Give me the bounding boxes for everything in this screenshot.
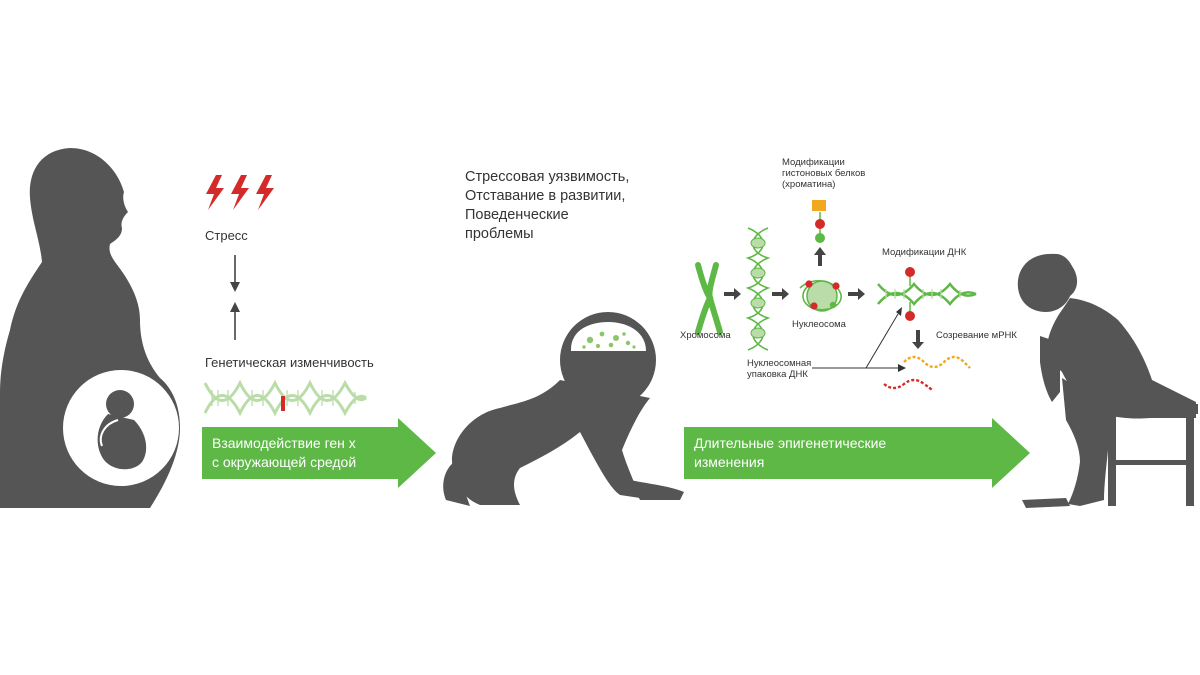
mrna-icon xyxy=(883,355,971,391)
dna-modification-label: Модификации ДНК xyxy=(882,247,967,258)
pointer-lines xyxy=(812,307,906,372)
gene-environment-arrow xyxy=(202,418,436,488)
nucleosome-icon xyxy=(799,280,842,312)
crawling-baby-silhouette xyxy=(443,312,684,506)
chromosome-label: Хромосома xyxy=(680,330,731,341)
nucleosome-packaging-icon xyxy=(745,227,771,351)
epigenetic-changes-text: Длительные эпигенетические изменения xyxy=(694,435,887,470)
mutation-marker xyxy=(281,396,285,411)
mrna-maturation-label: Созревание мРНК xyxy=(936,330,1017,341)
histone-modification-label: Модификации гистоновых белков (хроматина… xyxy=(782,157,866,190)
pregnant-woman-silhouette xyxy=(0,148,180,508)
genetic-variability-label: Генетическая изменчивость xyxy=(205,355,374,370)
stress-label: Стресс xyxy=(205,228,248,243)
chromosome-icon xyxy=(695,262,723,335)
process-arrows xyxy=(724,247,924,349)
gene-environment-text: Взаимодействие ген х с окружающей средой xyxy=(212,435,357,470)
nucleosome-packaging-label: Нуклеосомная упаковка ДНК xyxy=(747,358,812,380)
dna-helix-icon xyxy=(203,379,367,417)
stress-lightning-icons xyxy=(206,175,274,210)
stress-gene-arrows xyxy=(230,255,240,340)
histone-modification-icon xyxy=(812,200,826,243)
nucleosome-label: Нуклеосома xyxy=(792,319,846,330)
epigenetic-changes-arrow xyxy=(684,418,1030,488)
dna-modification-icon xyxy=(877,267,977,321)
sitting-man-silhouette xyxy=(1017,253,1198,508)
outcomes-text: Стрессовая уязвимость, Отставание в разв… xyxy=(465,169,630,242)
fetus-icon xyxy=(97,390,147,470)
